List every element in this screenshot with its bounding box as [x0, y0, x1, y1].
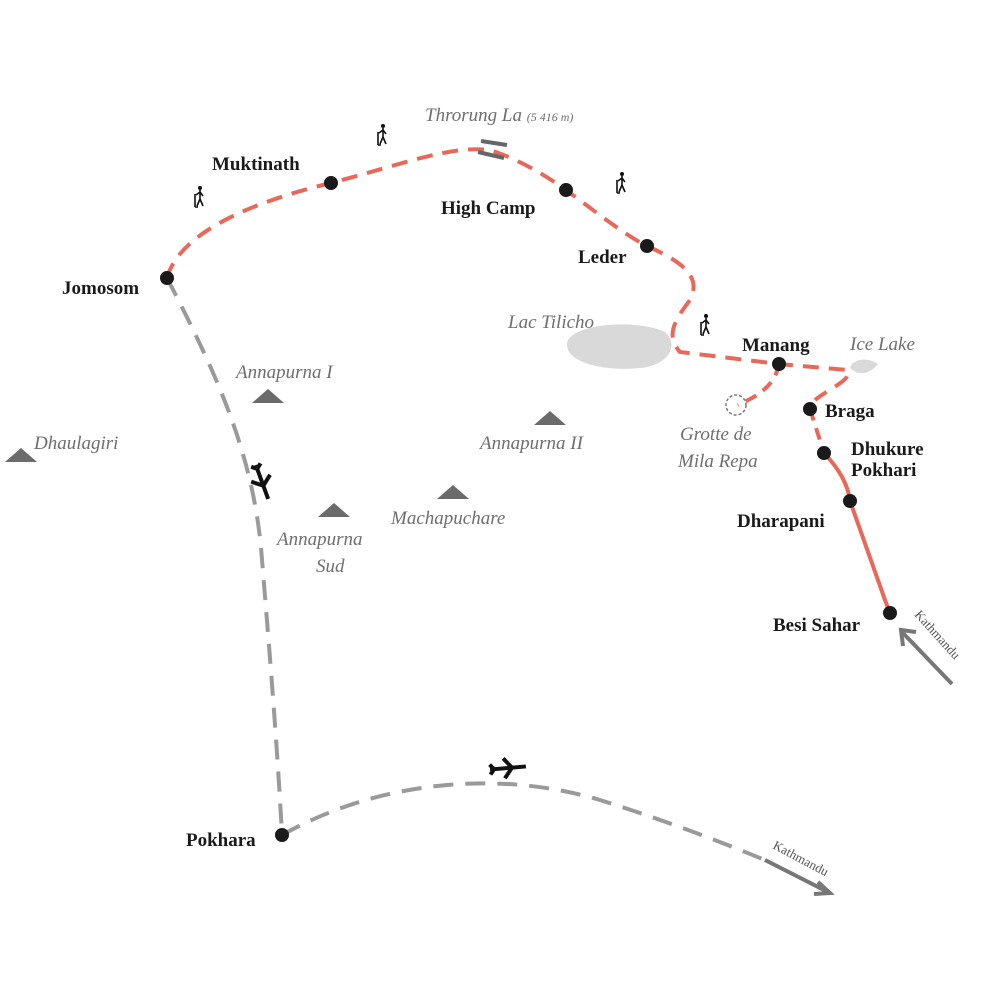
trek-route-braga-dhukure [808, 408, 826, 454]
peak-label-annapurna-sud-line1: Annapurna [275, 529, 363, 550]
flight-route-pokhara-kathmandu [281, 781, 771, 864]
town-label-muktinath: Muktinath [212, 154, 300, 175]
peak-label-annapurna-1: Annapurna I [234, 362, 334, 383]
peak-annapurna-1-icon [252, 389, 284, 403]
grotto-label-line1: Grotte de [680, 424, 752, 445]
town-label-jomosom: Jomosom [62, 278, 139, 299]
hiker-icon [194, 185, 204, 208]
pass-name: Throrung La [425, 105, 522, 126]
arrow-kathmandu-east-icon [764, 858, 835, 896]
hiker-icon [700, 313, 710, 336]
town-dots [160, 176, 897, 842]
peak-label-annapurna-sud-line2: Sud [316, 556, 345, 577]
flight-route-jomosom-pokhara [165, 277, 284, 836]
lake-tilicho-label: Lac Tilicho [507, 312, 594, 333]
town-label-dharapani: Dharapani [737, 511, 825, 532]
plane-icon [487, 754, 529, 782]
lake-tilicho [567, 324, 672, 369]
hiker-icon [377, 123, 387, 146]
peak-dhaulagiri-icon [5, 448, 37, 462]
grotto-marker [725, 394, 747, 416]
ice-lake-label: Ice Lake [849, 334, 915, 355]
town-label-pokhari: Pokhari [851, 460, 916, 481]
town-label-high-camp: High Camp [441, 198, 536, 219]
hiker-icon [616, 171, 626, 194]
peak-annapurna-2-icon [534, 411, 566, 425]
ice-lake [850, 359, 878, 374]
kathmandu-label-east: Kathmandu [771, 837, 832, 879]
peak-icons [5, 389, 566, 517]
arrow-kathmandu-south-icon [898, 627, 954, 686]
peak-label-annapurna-2: Annapurna II [478, 433, 585, 454]
plane-icon [244, 459, 280, 505]
pass-icon [477, 139, 508, 160]
town-label-dhukure: Dhukure [851, 439, 924, 460]
pass-label: Throrung La (5 416 m) [425, 105, 573, 126]
peak-annapurna-sud-icon [318, 503, 350, 517]
town-label-leder: Leder [578, 247, 627, 268]
peak-machapuchare-icon [437, 485, 469, 499]
town-label-manang: Manang [742, 335, 810, 356]
peak-label-dhaulagiri: Dhaulagiri [33, 433, 118, 454]
town-label-braga: Braga [825, 401, 875, 422]
pass-altitude: (5 416 m) [527, 110, 574, 124]
kathmandu-label-south: Kathmandu [912, 607, 964, 662]
grotto-label-line2: Mila Repa [677, 451, 758, 472]
peak-label-machapuchare: Machapuchare [390, 508, 505, 529]
town-label-besi-sahar: Besi Sahar [773, 615, 861, 636]
town-label-pokhara: Pokhara [186, 830, 256, 851]
